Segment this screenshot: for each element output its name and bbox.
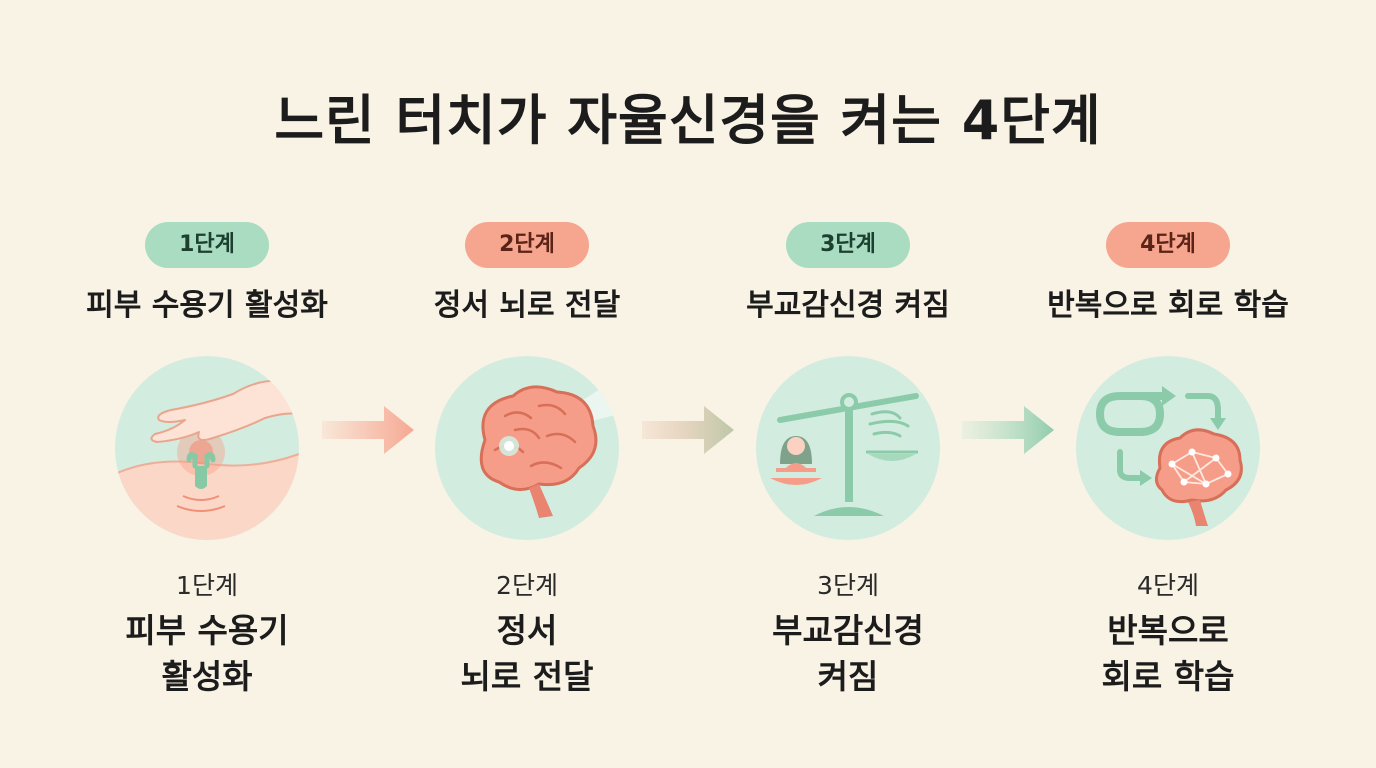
- step-2-label-line-2: 뇌로 전달: [460, 657, 594, 696]
- step-3-label: 부교감신경 켜짐: [698, 608, 998, 700]
- step-2-badge: 2단계: [465, 222, 589, 268]
- step-1-label-line-2: 활성화: [161, 657, 253, 696]
- step-3-illustration: [756, 356, 940, 540]
- step-3: 3단계 부교감신경 켜짐 3단계 부교감신경 켜짐: [698, 222, 998, 700]
- step-3-label-line-1: 부교감신경: [772, 611, 924, 650]
- step-1-label-line-1: 피부 수용기: [125, 611, 289, 650]
- step-4-heading: 반복으로 회로 학습: [1047, 288, 1289, 323]
- step-2-label: 정서 뇌로 전달: [377, 608, 677, 700]
- loop-brain-network-icon: [1095, 386, 1243, 526]
- arrow-right-icon: [962, 406, 1054, 454]
- page-title: 느린 터치가 자율신경을 켜는 4단계: [274, 89, 1102, 152]
- step-3-sub-label: 3단계: [817, 571, 879, 600]
- step-4-label-line-2: 회로 학습: [1101, 657, 1235, 696]
- step-1-sub-label: 1단계: [176, 571, 238, 600]
- arrow-right-icon: [322, 406, 414, 454]
- step-1-label: 피부 수용기 활성화: [57, 608, 357, 700]
- step-3-label-line-2: 켜짐: [817, 657, 879, 696]
- arrow-right-icon: [642, 406, 734, 454]
- step-1: 1단계 피부 수용기 활성화 1단계 피부 수용기 활성화: [57, 222, 357, 700]
- step-2-heading: 정서 뇌로 전달: [433, 288, 621, 323]
- step-1-illustration: [115, 356, 299, 540]
- step-4-sub-label: 4단계: [1137, 571, 1199, 600]
- step-1-heading: 피부 수용기 활성화: [86, 288, 328, 323]
- step-1-badge: 1단계: [145, 222, 269, 268]
- step-2-sub-label: 2단계: [496, 571, 558, 600]
- step-4-label-line-1: 반복으로: [1107, 611, 1229, 650]
- hand-touch-skin-receptor-icon: [115, 379, 299, 540]
- balance-scale-calm-icon: [770, 393, 919, 516]
- step-4: 4단계 반복으로 회로 학습 4단계 반복으로 회로 학습: [1018, 222, 1318, 700]
- step-4-label: 반복으로 회로 학습: [1018, 608, 1318, 700]
- step-2-illustration: [435, 356, 619, 540]
- step-2-label-line-1: 정서: [496, 611, 558, 650]
- step-3-badge: 3단계: [786, 222, 910, 268]
- step-3-heading: 부교감신경 켜짐: [746, 288, 950, 323]
- step-4-badge: 4단계: [1106, 222, 1230, 268]
- brain-signal-icon: [479, 385, 619, 518]
- step-4-illustration: [1076, 356, 1260, 540]
- step-2: 2단계 정서 뇌로 전달 2단계 정서 뇌로 전달: [377, 222, 677, 700]
